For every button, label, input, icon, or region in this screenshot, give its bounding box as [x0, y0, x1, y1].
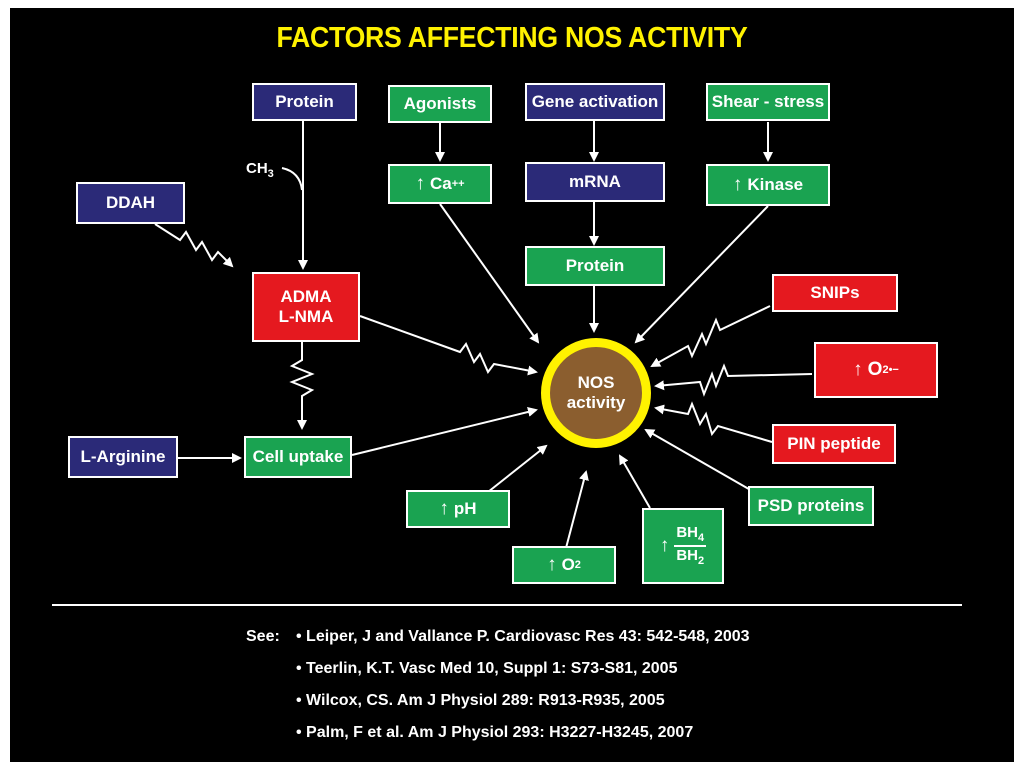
ch3-curve	[281, 167, 303, 191]
snips-box: SNIPs	[772, 274, 898, 312]
bh-ratio: BH4 BH2	[674, 523, 707, 567]
nos-label: NOS	[577, 372, 615, 392]
ch3-label: CH3	[246, 160, 274, 180]
agonists-box: Agonists	[388, 85, 492, 123]
wavy-arrow-adma-to-nos	[359, 315, 538, 376]
bh4-bh2-box: ↑ BH4 BH2	[642, 508, 724, 584]
arrow-bh-to-nos	[619, 454, 651, 509]
psd-proteins-box: PSD proteins	[748, 486, 874, 526]
up-arrow-icon: ↑	[439, 498, 449, 520]
adma-lnma-box: ADMA L-NMA	[252, 272, 360, 342]
calcium-box: ↑Ca++	[388, 164, 492, 204]
protein-mid-box: Protein	[525, 246, 665, 286]
up-arrow-icon: ↑	[732, 174, 743, 196]
reference-item: • Leiper, J and Vallance P. Cardiovasc R…	[296, 628, 750, 645]
wavy-arrow-ddah-to-adma	[154, 223, 234, 268]
references-label: See:	[246, 628, 280, 645]
wavy-arrow-adma-to-uptake	[289, 342, 315, 430]
up-arrow-icon: ↑	[853, 359, 863, 381]
arrow-kinase-to-nos	[634, 205, 769, 344]
up-arrow-icon: ↑	[415, 173, 425, 195]
arrow-uptake-to-nos	[351, 407, 538, 456]
adma-label: ADMA	[280, 287, 332, 307]
divider	[52, 604, 962, 606]
wavy-arrow-pin-to-nos	[654, 401, 773, 443]
cell-uptake-box: Cell uptake	[244, 436, 352, 478]
gene-activation-box: Gene activation	[525, 83, 665, 121]
wavy-arrow-snips-to-nos	[650, 305, 771, 367]
reference-item: • Wilcox, CS. Am J Physiol 289: R913-R93…	[296, 692, 665, 709]
up-arrow-icon: ↑	[547, 554, 557, 576]
slide-title: FACTORS AFFECTING NOS ACTIVITY	[276, 22, 748, 54]
shear-stress-box: Shear - stress	[706, 83, 830, 121]
reference-item: • Palm, F et al. Am J Physiol 293: H3227…	[296, 724, 694, 741]
pin-peptide-box: PIN peptide	[772, 424, 896, 464]
lnma-label: L-NMA	[278, 307, 334, 326]
arrow-o2-to-nos	[565, 470, 589, 549]
mrna-box: mRNA	[525, 162, 665, 202]
protein-top-box: Protein	[252, 83, 357, 121]
nos-activity-circle: NOS activity	[541, 338, 651, 448]
kinase-box: ↑Kinase	[706, 164, 830, 206]
activity-label: activity	[566, 393, 626, 412]
arrow-psd-to-nos	[644, 429, 755, 493]
reference-item: • Teerlin, K.T. Vasc Med 10, Suppl 1: S7…	[296, 660, 678, 677]
up-arrow-icon: ↑	[659, 535, 670, 557]
arrow-ph-to-nos	[487, 444, 548, 493]
wavy-arrow-superoxide-to-nos	[654, 363, 813, 397]
arrow-ca-to-nos	[439, 203, 540, 344]
ddah-box: DDAH	[76, 182, 185, 224]
ph-box: ↑pH	[406, 490, 510, 528]
l-arginine-box: L-Arginine	[68, 436, 178, 478]
